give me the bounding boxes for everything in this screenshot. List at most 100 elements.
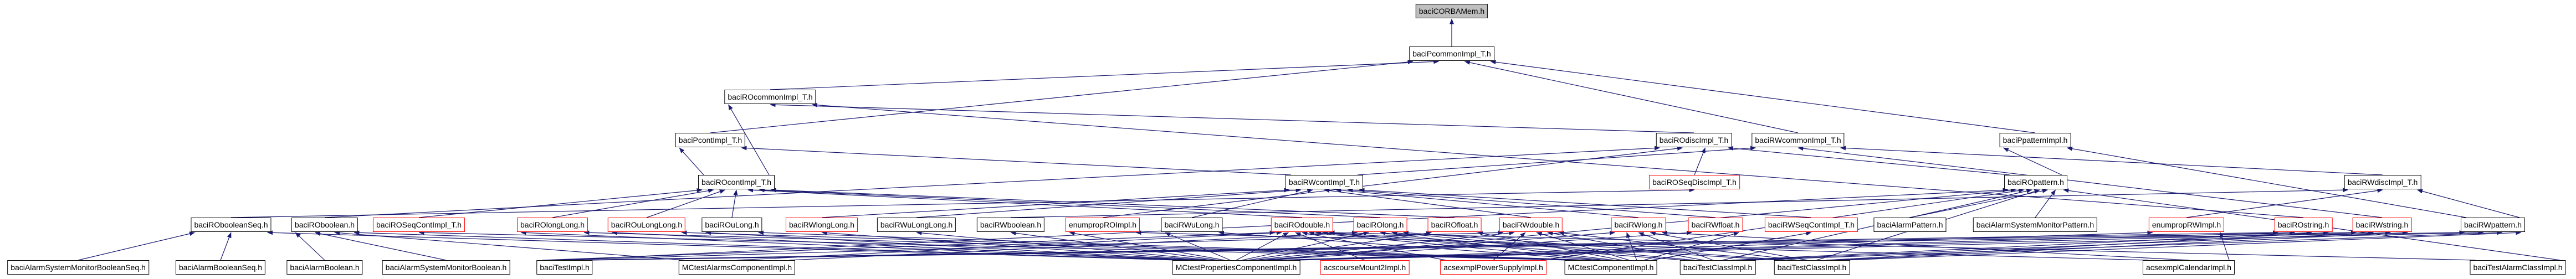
graph-node-mount2[interactable]: acscourseMount2Impl.h xyxy=(1320,260,1410,275)
graph-node-enumproprw[interactable]: enumpropRWImpl.h xyxy=(2148,218,2225,232)
include-edge xyxy=(231,188,1695,218)
include-edge xyxy=(418,230,1570,261)
include-edge xyxy=(1732,230,2312,261)
include-edge xyxy=(1308,230,1607,261)
graph-node-pcommon[interactable]: baciPcommonImpl_T.h xyxy=(1409,46,1494,61)
graph-node-testclass2[interactable]: baciTestClassImpl.h xyxy=(1774,260,1850,275)
include-edge xyxy=(646,189,725,218)
graph-node-rwdisc[interactable]: baciRWdiscImpl_T.h xyxy=(2344,175,2421,189)
include-edge xyxy=(334,230,685,261)
include-edge xyxy=(1135,230,2149,261)
graph-node-rwcommon[interactable]: baciRWcommonImpl_T.h xyxy=(1752,133,1845,147)
include-edge xyxy=(1403,230,1789,261)
graph-node-roboolean[interactable]: baciROboolean.h xyxy=(291,218,359,232)
include-edge xyxy=(2067,146,2467,218)
graph-node-testalarmclass[interactable]: baciTestAlarmClassImpl.h xyxy=(2470,260,2566,275)
include-edge xyxy=(2220,232,2230,261)
graph-node-rwlonglong[interactable]: baciRWlongLong.h xyxy=(785,218,858,232)
include-edge xyxy=(1322,230,1780,261)
include-edge xyxy=(1165,232,1231,261)
graph-node-mctestcomp[interactable]: MCtestComponentImpl.h xyxy=(1564,260,1657,275)
graph-node-abs[interactable]: baciAlarmBooleanSeq.h xyxy=(175,260,266,275)
include-edge xyxy=(551,230,1504,261)
include-edge xyxy=(520,230,1190,261)
include-edge xyxy=(314,231,447,261)
graph-node-rwdouble[interactable]: baciRWdouble.h xyxy=(1499,218,1563,232)
graph-node-rwlong[interactable]: baciRWlong.h xyxy=(1611,218,1666,232)
graph-node-rocont[interactable]: baciROcontImpl_T.h xyxy=(698,175,775,189)
include-edge xyxy=(1558,231,1798,261)
include-edge xyxy=(821,230,1207,261)
include-edge xyxy=(1728,146,2010,175)
graph-node-corbamem[interactable]: baciCORBAMem.h xyxy=(1415,4,1488,18)
include-edge xyxy=(1324,188,1532,218)
include-edge xyxy=(1536,231,1630,261)
include-edge xyxy=(759,188,1381,218)
graph-node-rwpattern[interactable]: baciRWpattern.h xyxy=(2460,218,2526,232)
graph-node-rwulonglong[interactable]: baciRWuLongLong.h xyxy=(877,218,956,232)
graph-node-ab[interactable]: baciAlarmBoolean.h xyxy=(286,260,363,275)
graph-node-ppattern[interactable]: baciPpatternImpl.h xyxy=(1999,133,2071,147)
graph-node-ropattern[interactable]: baciROpattern.h xyxy=(2004,175,2067,189)
graph-node-rodisc[interactable]: baciROdiscImpl_T.h xyxy=(1656,133,1732,147)
include-edge xyxy=(354,230,1184,261)
graph-node-rolong[interactable]: baciROlong.h xyxy=(1353,218,1407,232)
graph-node-rwboolean[interactable]: baciRWboolean.h xyxy=(976,218,1045,232)
graph-node-roulonglong[interactable]: baciROuLongLong.h xyxy=(607,218,686,232)
graph-node-rwfloat[interactable]: baciRWfloat.h xyxy=(1688,218,1743,232)
include-edge xyxy=(1826,230,2329,261)
include-edge xyxy=(1490,60,2036,133)
graph-node-rofloat[interactable]: baciROfloat.h xyxy=(1427,218,1482,232)
include-edge xyxy=(1242,231,1369,261)
include-edge xyxy=(267,230,1178,261)
graph-node-rwseqcont[interactable]: baciRWSeqContImpl_T.h xyxy=(1764,218,1858,232)
include-edge xyxy=(770,59,1440,90)
graph-node-calendar[interactable]: acsexmplCalendarImpl.h xyxy=(2142,260,2235,275)
include-edge xyxy=(770,102,1694,133)
graph-node-testclass1[interactable]: baciTestClassImpl.h xyxy=(1679,260,1756,275)
include-edge xyxy=(1650,231,1807,261)
include-edge xyxy=(736,230,1282,261)
graph-node-mctestprops[interactable]: MCtestPropertiesComponentImpl.h xyxy=(1172,260,1300,275)
graph-node-rwulong[interactable]: baciRWuLong.h xyxy=(1161,218,1223,232)
include-edge xyxy=(587,230,2465,261)
include-edge xyxy=(611,230,1196,261)
include-edge xyxy=(220,232,232,261)
include-edge xyxy=(710,59,1414,133)
include-edge xyxy=(1835,230,2408,261)
include-edge xyxy=(747,188,1303,218)
graph-node-pcont[interactable]: baciPcontImpl_T.h xyxy=(675,133,746,147)
graph-node-roulong[interactable]: baciROuLong.h xyxy=(701,218,762,232)
include-edge xyxy=(1315,230,1686,261)
graph-node-mctestalarms[interactable]: MCtestAlarmsComponentImpl.h xyxy=(678,260,796,275)
graph-node-asmb[interactable]: baciAlarmSystemMonitorBoolean.h xyxy=(382,260,510,275)
graph-node-roseqdisc[interactable]: baciROSeqDiscImpl_T.h xyxy=(1649,175,1740,189)
graph-node-asmbs[interactable]: baciAlarmSystemMonitorBooleanSeq.h xyxy=(7,260,149,275)
graph-node-alarmpattern[interactable]: baciAlarmPattern.h xyxy=(1873,218,1947,232)
include-edge xyxy=(1694,147,1706,175)
include-edge xyxy=(1102,146,1683,218)
graph-node-rolonglong[interactable]: baciROlongLong.h xyxy=(517,218,588,232)
include-edge xyxy=(1844,230,2522,261)
include-edge xyxy=(821,188,1290,218)
graph-node-rocommon[interactable]: baciROcommonImpl_T.h xyxy=(724,90,816,104)
graph-node-rwcont[interactable]: baciRWcontImpl_T.h xyxy=(1285,175,1364,189)
include-edge xyxy=(295,232,325,261)
include-edge xyxy=(552,188,714,218)
graph-node-enumpropro[interactable]: enumpropROImpl.h xyxy=(1065,218,1140,232)
graph-node-powersupply[interactable]: acsexmplPowerSupplyImpl.h xyxy=(1440,260,1546,275)
graph-node-testimpl[interactable]: baciTestImpl.h xyxy=(536,260,593,275)
include-edge xyxy=(324,146,1660,218)
include-edge xyxy=(1218,230,1600,261)
graph-node-robooleanseq[interactable]: baciRObooleanSeq.h xyxy=(191,218,272,232)
include-edge xyxy=(812,102,2304,218)
include-edge xyxy=(1010,231,1219,261)
include-edge xyxy=(679,147,704,175)
graph-node-roseqcont[interactable]: baciROSeqContImpl_T.h xyxy=(372,218,465,232)
graph-node-alarmsysmonpattern[interactable]: baciAlarmSystemMonitorPattern.h xyxy=(1973,218,2098,232)
graph-node-rwstring[interactable]: baciRWstring.h xyxy=(2352,218,2412,232)
graph-node-rodouble[interactable]: baciROdouble.h xyxy=(1271,218,1334,232)
include-edge xyxy=(1662,230,2189,261)
graph-node-rostring[interactable]: baciROstring.h xyxy=(2274,218,2333,232)
